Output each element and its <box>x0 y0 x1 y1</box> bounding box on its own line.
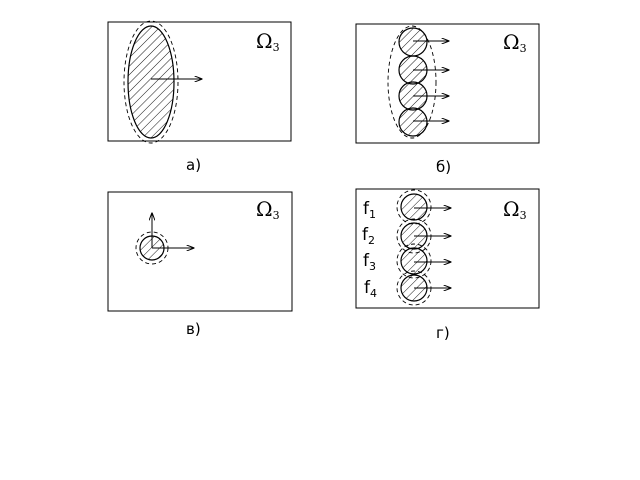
panel-b-circle-1 <box>398 27 428 57</box>
panel-a-caption: а) <box>186 156 201 174</box>
panel-a-domain-ellipse <box>127 25 175 139</box>
panel-g-label-f4: f4 <box>364 278 377 300</box>
panel-v-frame <box>107 191 293 312</box>
panel-g-caption: г) <box>436 324 450 342</box>
panel-g-frame <box>355 188 540 309</box>
panel-v-region-label: Ω3 <box>256 197 280 222</box>
panel-a-region-label: Ω3 <box>256 29 280 54</box>
panel-b-region-label: Ω3 <box>503 30 527 55</box>
panel-a: Ω3 а) <box>107 20 292 174</box>
panel-a-frame <box>107 21 292 142</box>
panel-b: Ω3 б) <box>355 23 540 176</box>
panel-a-outline-dashed <box>123 20 179 144</box>
panel-g-label-f1: f1 <box>363 199 376 221</box>
panel-b-caption: б) <box>436 158 451 176</box>
panel-g-label-f3: f3 <box>363 251 376 273</box>
panel-v-caption: в) <box>186 320 201 338</box>
panel-g: f1 f2 f3 f4 Ω3 г) <box>355 188 540 342</box>
panel-b-circle-4 <box>398 107 428 137</box>
panel-g-circle-1 <box>400 193 428 221</box>
panel-g-outline-1 <box>396 189 432 225</box>
panel-g-region-label: Ω3 <box>503 197 527 222</box>
panel-b-outline-dashed <box>387 25 437 139</box>
panel-v: Ω3 в) <box>107 191 293 338</box>
panel-g-label-f2: f2 <box>362 225 375 247</box>
panel-g-circle-3 <box>400 247 428 275</box>
panel-b-frame <box>355 23 540 144</box>
